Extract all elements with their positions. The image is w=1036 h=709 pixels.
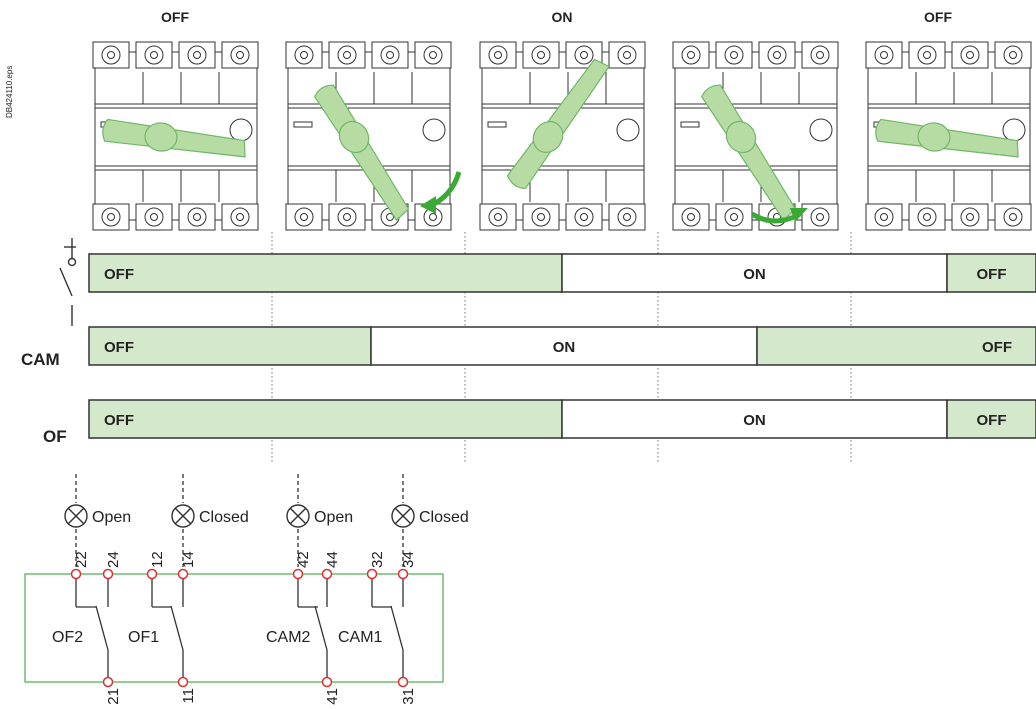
timing-segment-label: ON — [743, 412, 766, 429]
timing-row: OFF ON OFF — [88, 326, 1036, 366]
auxiliary-contact: 42 44 41 CAM2 — [266, 551, 341, 704]
breaker-unit — [285, 41, 452, 231]
row-label-cam: CAM — [21, 350, 60, 369]
breaker-unit — [92, 41, 259, 231]
lamp-label: Open — [92, 509, 131, 526]
auxiliary-contact-block — [24, 573, 444, 683]
header-position-5: OFF — [924, 9, 952, 25]
timing-segment — [561, 253, 948, 293]
timing-row: OFF ON OFF — [88, 253, 1036, 293]
header-position-1: OFF — [161, 9, 189, 25]
timing-segment-label: OFF — [104, 339, 134, 356]
contact-name: CAM2 — [266, 629, 311, 646]
timing-segment — [946, 253, 1036, 293]
indicator-lamp: Closed — [391, 474, 469, 567]
indicator-lamp: Closed — [171, 474, 249, 567]
terminal-number: 12 — [149, 551, 166, 568]
breaker-unit — [865, 41, 1032, 231]
terminal-number: 14 — [180, 551, 197, 568]
timing-segment-label: OFF — [104, 266, 134, 283]
auxiliary-contact: 32 34 31 CAM1 — [338, 551, 417, 704]
terminal-number: 11 — [180, 688, 197, 704]
breaker-handle — [875, 118, 1019, 158]
auxiliary-contact: 12 14 11 OF1 — [128, 551, 197, 703]
breaker-handle — [102, 118, 246, 158]
contact-name: OF1 — [128, 629, 159, 646]
header-position-3: ON — [552, 9, 573, 25]
lamp-label: Open — [314, 509, 353, 526]
timing-diagram: OFF ON OFF OFF ON OFF OFF ON OFF — [88, 253, 1036, 439]
timing-segment — [946, 399, 1036, 439]
timing-segment — [88, 326, 372, 366]
breaker-unit — [479, 41, 646, 231]
indicator-lamp: Open — [64, 474, 131, 567]
wiring-schematic: Open Closed Open Closed 22 24 21 OF2 12 14 11 OF1 42… — [24, 474, 469, 705]
motion-arrows — [420, 171, 808, 224]
switch-contact-icon — [59, 238, 77, 326]
contact-name: OF2 — [52, 629, 83, 646]
terminal-number: 32 — [369, 551, 386, 568]
contact-name: CAM1 — [338, 629, 383, 646]
terminal-number: 41 — [324, 688, 341, 705]
timing-row: OFF ON OFF — [88, 399, 1036, 439]
timing-segment-label: ON — [553, 339, 576, 356]
terminal-number: 22 — [73, 551, 90, 568]
breaker-handle — [506, 58, 611, 190]
timing-segment-label: OFF — [977, 412, 1007, 429]
indicator-lamp: Open — [286, 474, 353, 567]
timing-segment-label: OFF — [977, 266, 1007, 283]
breaker-illustrations — [92, 41, 1032, 231]
breaker-handle — [700, 84, 797, 222]
breaker-handle — [313, 84, 410, 222]
terminal-number: 42 — [295, 551, 312, 568]
timing-segment-label: OFF — [982, 339, 1012, 356]
lamp-label: Closed — [199, 509, 249, 526]
terminal-number: 44 — [324, 551, 341, 568]
row-label-of: OF — [43, 427, 67, 446]
terminal-number: 31 — [400, 688, 417, 705]
auxiliary-contact: 22 24 21 OF2 — [52, 551, 122, 704]
timing-segment — [756, 326, 1036, 366]
terminal-number: 21 — [105, 688, 122, 705]
timing-segment-label: ON — [743, 266, 766, 283]
file-reference-label: DB424110.eps — [5, 66, 14, 118]
timing-segment — [561, 399, 948, 439]
timing-segment-label: OFF — [104, 412, 134, 429]
terminal-number: 24 — [105, 551, 122, 568]
lamp-label: Closed — [419, 509, 469, 526]
position-headers: OFF ON OFF — [161, 9, 952, 25]
timing-segment — [88, 253, 563, 293]
breaker-unit — [672, 41, 839, 231]
timing-segment — [88, 399, 563, 439]
terminal-number: 34 — [400, 551, 417, 568]
